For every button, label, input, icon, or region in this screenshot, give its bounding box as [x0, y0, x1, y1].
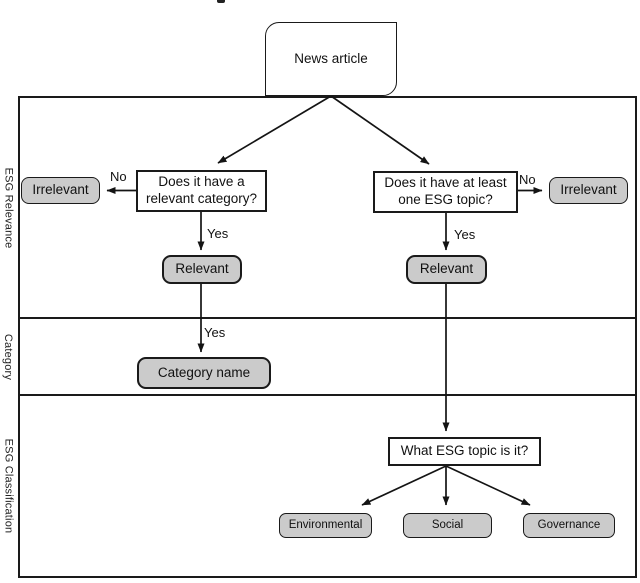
- node-news-article: News article: [265, 22, 397, 96]
- cropped-caption-fragment: [217, 0, 225, 3]
- lane-label-esg-classification: ESG Classification: [2, 438, 15, 534]
- lane-label-wrap-esg-classification: ESG Classification: [0, 394, 16, 578]
- edge-label-no-right: No: [519, 172, 536, 187]
- node-relevant-left: Relevant: [162, 255, 242, 284]
- lane-esg-classification: [18, 394, 637, 578]
- node-irrelevant-right-label: Irrelevant: [560, 182, 617, 198]
- node-governance-label: Governance: [537, 519, 601, 532]
- node-question-esg-topic: Does it have at least one ESG topic?: [373, 171, 518, 213]
- node-social: Social: [403, 513, 492, 538]
- node-question-which-topic: What ESG topic is it?: [388, 437, 541, 466]
- node-relevant-left-label: Relevant: [175, 261, 229, 277]
- edge-label-yes-right: Yes: [454, 227, 476, 242]
- node-irrelevant-right: Irrelevant: [549, 177, 628, 204]
- node-question-which-topic-label: What ESG topic is it?: [400, 443, 529, 459]
- node-irrelevant-left: Irrelevant: [21, 177, 100, 204]
- lane-esg-relevance: [18, 96, 637, 319]
- lane-label-esg-relevance: ESG Relevance: [2, 167, 14, 248]
- node-category-name: Category name: [137, 357, 271, 389]
- node-relevant-right: Relevant: [406, 255, 487, 284]
- node-environmental: Environmental: [279, 513, 372, 538]
- node-relevant-right-label: Relevant: [419, 261, 474, 277]
- edge-label-no-left: No: [110, 169, 127, 184]
- edge-label-yes-left-2: Yes: [204, 325, 226, 340]
- node-category-name-label: Category name: [157, 364, 251, 380]
- edge-label-yes-left-1: Yes: [207, 226, 229, 241]
- node-question-relevant-category-label: Does it have a relevant category?: [145, 174, 258, 206]
- node-environmental-label: Environmental: [288, 519, 363, 532]
- lane-label-wrap-category: Category: [0, 317, 16, 396]
- node-governance: Governance: [523, 513, 615, 538]
- node-news-article-label: News article: [294, 50, 368, 66]
- node-question-esg-topic-label: Does it have at least one ESG topic?: [384, 175, 507, 207]
- node-irrelevant-left-label: Irrelevant: [32, 182, 89, 198]
- lane-label-category: Category: [2, 333, 15, 380]
- lane-category: [18, 317, 637, 396]
- node-question-relevant-category: Does it have a relevant category?: [136, 170, 267, 212]
- lane-label-wrap-esg-relevance: ESG Relevance: [0, 96, 16, 319]
- node-social-label: Social: [431, 519, 464, 532]
